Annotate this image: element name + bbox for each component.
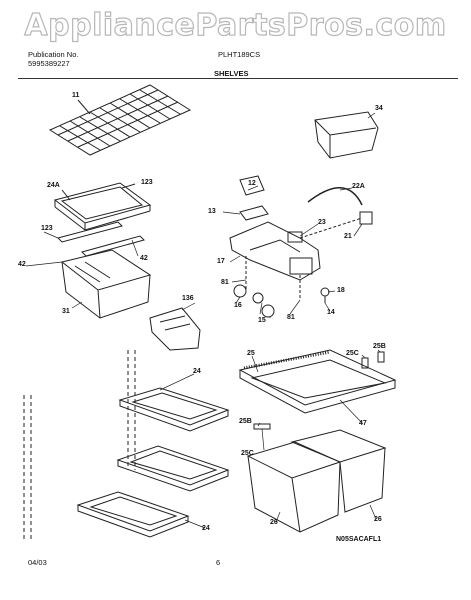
wire-shelf — [50, 85, 190, 155]
publication-number: 5995389227 — [28, 59, 70, 68]
callout-25b-bottom: 25B — [239, 418, 252, 425]
crisper-cover-supports — [58, 222, 144, 256]
callout-23: 23 — [318, 219, 326, 226]
callout-26-left: 26 — [270, 519, 278, 526]
callout-15: 15 — [258, 317, 266, 324]
cantilever-shelf-bottom — [78, 492, 188, 537]
callout-18: 18 — [337, 287, 345, 294]
watermark: AppliancePartsPros.com — [24, 7, 447, 43]
callout-25: 25 — [247, 350, 255, 357]
upper-glass-shelf — [55, 183, 150, 230]
crisper-drawer-right — [292, 430, 385, 512]
cantilever-shelf-top — [120, 388, 228, 431]
callout-81-top: 81 — [221, 279, 229, 286]
cantilever-shelf-middle — [118, 446, 228, 491]
crisper-drawer-left — [248, 442, 340, 532]
door-bin — [315, 112, 378, 158]
control-housing — [230, 176, 372, 317]
callout-13: 13 — [208, 208, 216, 215]
callout-24-top: 24 — [193, 368, 201, 375]
callout-26-right: 26 — [374, 516, 382, 523]
header-rule — [18, 78, 458, 79]
callout-123-top: 123 — [141, 179, 153, 186]
callout-25c-top: 25C — [346, 350, 359, 357]
callout-17: 17 — [217, 258, 225, 265]
crisper-cover-part — [150, 308, 200, 350]
callout-25b-top: 25B — [373, 343, 386, 350]
callout-25c-bottom: 25C — [241, 450, 254, 457]
callout-123-left: 123 — [41, 225, 53, 232]
callout-21: 21 — [344, 233, 352, 240]
callout-22a: 22A — [352, 183, 365, 190]
crisper-cover — [240, 350, 395, 413]
callout-34: 34 — [375, 105, 383, 112]
shelf-rails — [24, 350, 135, 540]
callout-16: 16 — [234, 302, 242, 309]
callout-42-left: 42 — [18, 261, 26, 268]
callout-31: 31 — [62, 308, 70, 315]
section-title: SHELVES — [214, 69, 249, 78]
callout-42-right: 42 — [140, 255, 148, 262]
callout-24-bottom: 24 — [202, 525, 210, 532]
callout-47: 47 — [359, 420, 367, 427]
callout-136: 136 — [182, 295, 194, 302]
model-number: PLHT189CS — [218, 50, 261, 59]
callout-81-bottom: 81 — [287, 314, 295, 321]
cover-fasteners — [254, 352, 384, 429]
leader-lines — [26, 113, 380, 528]
footer-date: 04/03 — [28, 558, 47, 567]
page-number: 6 — [216, 558, 221, 567]
callout-24a: 24A — [47, 182, 60, 189]
drawing-code: N05SACAFL1 — [336, 536, 382, 543]
callout-12: 12 — [248, 180, 256, 187]
callout-11: 11 — [72, 92, 80, 99]
meat-pan — [62, 250, 150, 318]
callout-14: 14 — [327, 309, 335, 316]
publication-label: Publication No. — [28, 50, 79, 59]
